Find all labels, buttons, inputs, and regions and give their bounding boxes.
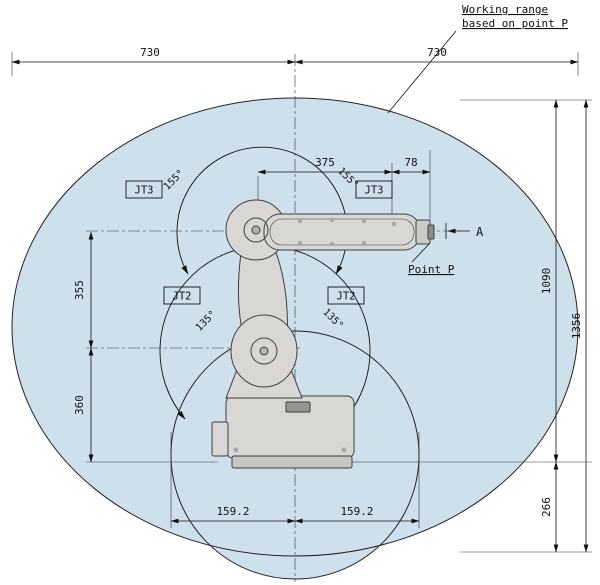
dim-1090-label: 1090 xyxy=(540,268,553,295)
working-range-title-line2: based on point P xyxy=(462,17,568,30)
robot-base-label xyxy=(285,401,311,413)
jt3-left-box xyxy=(125,180,163,199)
dim-top-right-label: 730 xyxy=(427,46,447,59)
leader-lines xyxy=(387,30,470,263)
jt3-right-box xyxy=(355,180,393,199)
jt2-right-label: JT2 xyxy=(337,291,356,303)
jt3-right-label: JT3 xyxy=(365,185,384,197)
dim-top-left-label: 730 xyxy=(140,46,160,59)
dim-355-label: 355 xyxy=(73,280,86,300)
jt2-left-label: JT2 xyxy=(173,291,192,303)
robot-base-plate xyxy=(231,455,353,469)
jt2-axis xyxy=(259,346,269,356)
robot-arm xyxy=(211,199,435,469)
jt2-right-box xyxy=(327,286,365,305)
title-leader xyxy=(387,30,457,114)
robot-base-side-unit xyxy=(211,421,229,457)
dim-266-label: 266 xyxy=(540,497,553,517)
dim-360-label: 360 xyxy=(73,395,86,415)
jt2-left-box xyxy=(163,286,201,305)
jt3-left-label: JT3 xyxy=(135,185,154,197)
dim-bottom-right-label: 159.2 xyxy=(340,505,373,518)
point-p-label: Point P xyxy=(408,263,455,276)
dim-bottom-left-label: 159.2 xyxy=(216,505,249,518)
working-range-title-line1: Working range xyxy=(462,3,548,16)
view-a-label: A xyxy=(476,225,484,239)
dim-375-label: 375 xyxy=(315,156,335,169)
dim-1356-label: 1356 xyxy=(570,313,583,340)
robot-tool-flange xyxy=(427,224,435,240)
extension-lines xyxy=(11,52,592,582)
joint-label-boxes xyxy=(125,180,393,305)
dim-78-label: 78 xyxy=(404,156,417,169)
point-p-leader xyxy=(411,242,431,263)
dimension-lines xyxy=(11,59,589,553)
jt3-axis xyxy=(251,225,261,235)
robot-forearm xyxy=(263,213,421,251)
